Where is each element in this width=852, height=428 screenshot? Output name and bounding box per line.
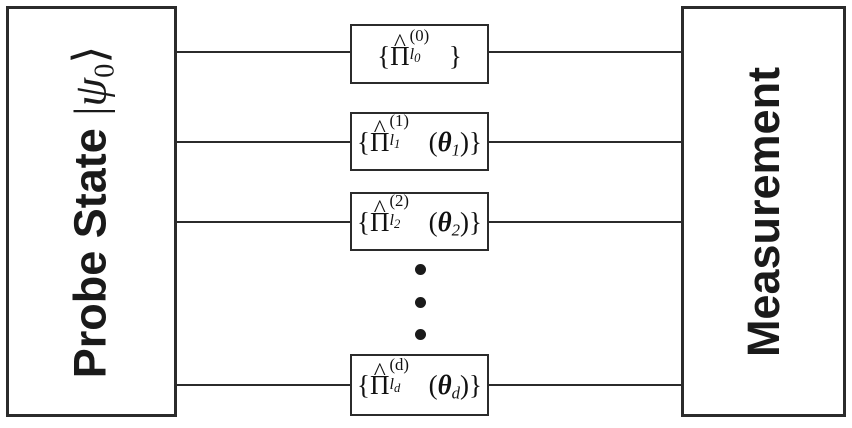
gate-2-brace-open: { — [357, 206, 370, 237]
gate-2-paren-open: ( — [428, 206, 438, 237]
gate-box-2[interactable]: {^Π(2)l2(θ2)} — [350, 192, 489, 251]
wire-probe-to-gate-2 — [176, 221, 352, 223]
gate-1-argument: θ1 — [437, 126, 461, 160]
measurement-block: Measurement — [681, 6, 846, 417]
gate-d-paren-open: ( — [428, 370, 438, 401]
gate-1-paren-open: ( — [428, 126, 438, 157]
gate-2-paren-close: ) — [460, 206, 470, 237]
gate-0-brace-open: { — [377, 41, 391, 71]
vertical-ellipsis-icon — [414, 264, 426, 340]
wire-gate-1-to-measurement — [487, 141, 683, 143]
ellipsis-dot-3 — [414, 329, 426, 340]
wire-gate-2-to-measurement — [487, 221, 683, 223]
gate-0-brace-close: } — [448, 41, 462, 71]
gate-2-superscript: (2) — [389, 191, 409, 211]
wire-gate-d-to-measurement — [487, 384, 683, 386]
wire-gate-0-to-measurement — [487, 51, 683, 53]
gate-1-hat-icon: ^ — [373, 113, 386, 143]
gate-0-superscript: (0) — [409, 25, 430, 45]
gate-2-argument: θ2 — [437, 206, 461, 240]
gate-0-hat-icon: ^ — [393, 28, 406, 58]
wire-probe-to-gate-1 — [176, 141, 352, 143]
probe-state-ket: |ψ0⟩ — [64, 45, 120, 116]
gate-d-superscript: (d) — [389, 354, 409, 374]
gate-2-brace-close: } — [469, 206, 482, 237]
gate-d-paren-close: ) — [460, 370, 470, 401]
gate-d-hat-icon: ^ — [373, 357, 386, 387]
gate-1-brace-open: { — [357, 126, 370, 157]
gate-1-paren-close: ) — [460, 126, 470, 157]
gate-0-scripts: (0)l0 — [409, 27, 449, 66]
gate-1-subscript: l1 — [389, 131, 401, 151]
ellipsis-dot-1 — [414, 264, 426, 275]
gate-d-operator: ^Π — [369, 357, 390, 401]
measurement-label: Measurement — [737, 66, 789, 357]
gate-0-operator: ^Π — [390, 28, 410, 71]
probe-state-text: Probe State — [64, 127, 116, 378]
gate-d-brace-open: { — [357, 370, 370, 401]
probe-state-block: Probe State |ψ0⟩ — [6, 6, 177, 417]
gate-1-scripts: (1)l1 — [389, 113, 428, 151]
gate-2-scripts: (2)l2 — [389, 193, 428, 231]
gate-1-superscript: (1) — [389, 111, 409, 131]
gate-2-operator: ^Π — [369, 193, 390, 237]
gate-box-d[interactable]: {^Π(d)ld(θd)} — [350, 354, 489, 416]
gate-2-hat-icon: ^ — [373, 193, 386, 223]
gate-d-brace-close: } — [469, 370, 482, 401]
gate-d-argument: θd — [437, 370, 461, 403]
gate-d-subscript: ld — [389, 374, 401, 395]
wire-probe-to-gate-0 — [176, 51, 352, 53]
gate-label-d: {^Π(d)ld(θd)} — [357, 356, 482, 403]
gate-1-brace-close: } — [469, 126, 482, 157]
gate-1-operator: ^Π — [369, 113, 390, 157]
gate-box-1[interactable]: {^Π(1)l1(θ1)} — [350, 112, 489, 171]
gate-0-subscript: l0 — [409, 45, 421, 66]
wire-probe-to-gate-d — [176, 384, 352, 386]
gate-label-0: {^Π(0)l0} — [377, 27, 462, 71]
gate-label-2: {^Π(2)l2(θ2)} — [357, 193, 482, 240]
gate-box-0[interactable]: {^Π(0)l0} — [350, 24, 489, 84]
gate-d-scripts: (d)ld — [389, 356, 428, 395]
gate-2-subscript: l2 — [389, 211, 401, 231]
probe-state-label: Probe State |ψ0⟩ — [62, 45, 121, 378]
gate-label-1: {^Π(1)l1(θ1)} — [357, 113, 482, 160]
ellipsis-dot-2 — [414, 296, 426, 308]
